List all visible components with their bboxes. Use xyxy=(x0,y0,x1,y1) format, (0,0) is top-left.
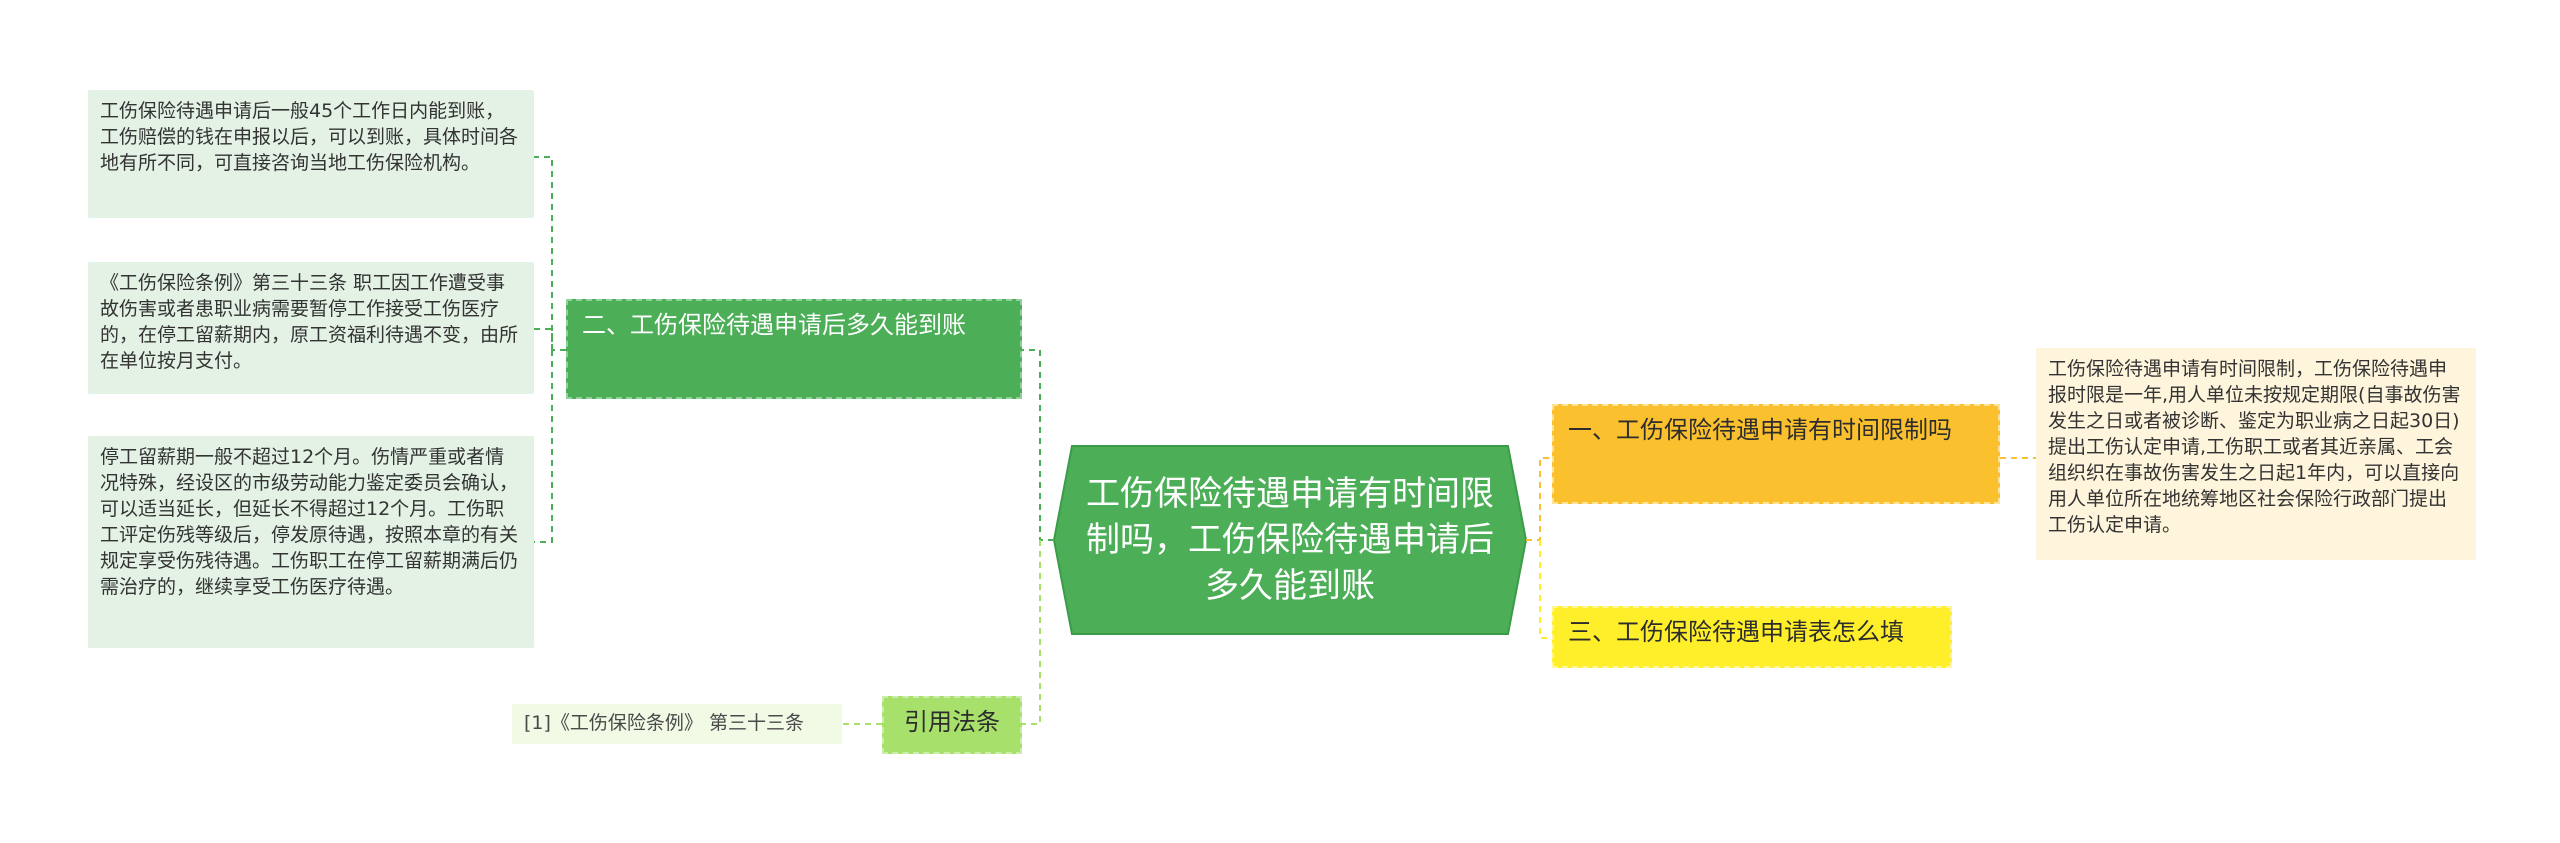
leaf-citation[interactable]: [1]《工伤保险条例》 第三十三条 xyxy=(512,704,842,744)
link-center-to-references xyxy=(1022,540,1041,725)
central-topic[interactable]: 工伤保险待遇申请有时间限制吗，工伤保险待遇申请后多久能到账 xyxy=(1086,474,1494,606)
branch-how-long-to-receive[interactable]: 二、工伤保险待遇申请后多久能到账 xyxy=(566,299,1022,399)
link-branch-2-to-leaves xyxy=(534,156,566,543)
leaf-arrival-time[interactable]: 工伤保险待遇申请后一般45个工作日内能到账，工伤赔偿的钱在申报以后，可以到账，具… xyxy=(88,90,534,218)
leaf-regulation-article-33[interactable]: 《工伤保险条例》第三十三条 职工因工作遭受事故伤害或者患职业病需要暂停工作接受工… xyxy=(88,262,534,394)
branch-application-form[interactable]: 三、工伤保险待遇申请表怎么填 xyxy=(1552,606,1952,668)
link-center-to-branch-1 xyxy=(1526,457,1552,541)
branch-cited-regulations[interactable]: 引用法条 xyxy=(882,696,1022,754)
branch-time-limit[interactable]: 一、工伤保险待遇申请有时间限制吗 xyxy=(1552,404,2000,504)
link-center-to-branch-2 xyxy=(1022,349,1054,541)
link-center-to-branch-3 xyxy=(1539,540,1552,639)
leaf-time-limit-detail[interactable]: 工伤保险待遇申请有时间限制，工伤保险待遇申报时限是一年,用人单位未按规定期限(自… xyxy=(2036,348,2476,560)
leaf-suspension-period[interactable]: 停工留薪期一般不超过12个月。伤情严重或者情况特殊，经设区的市级劳动能力鉴定委员… xyxy=(88,436,534,648)
